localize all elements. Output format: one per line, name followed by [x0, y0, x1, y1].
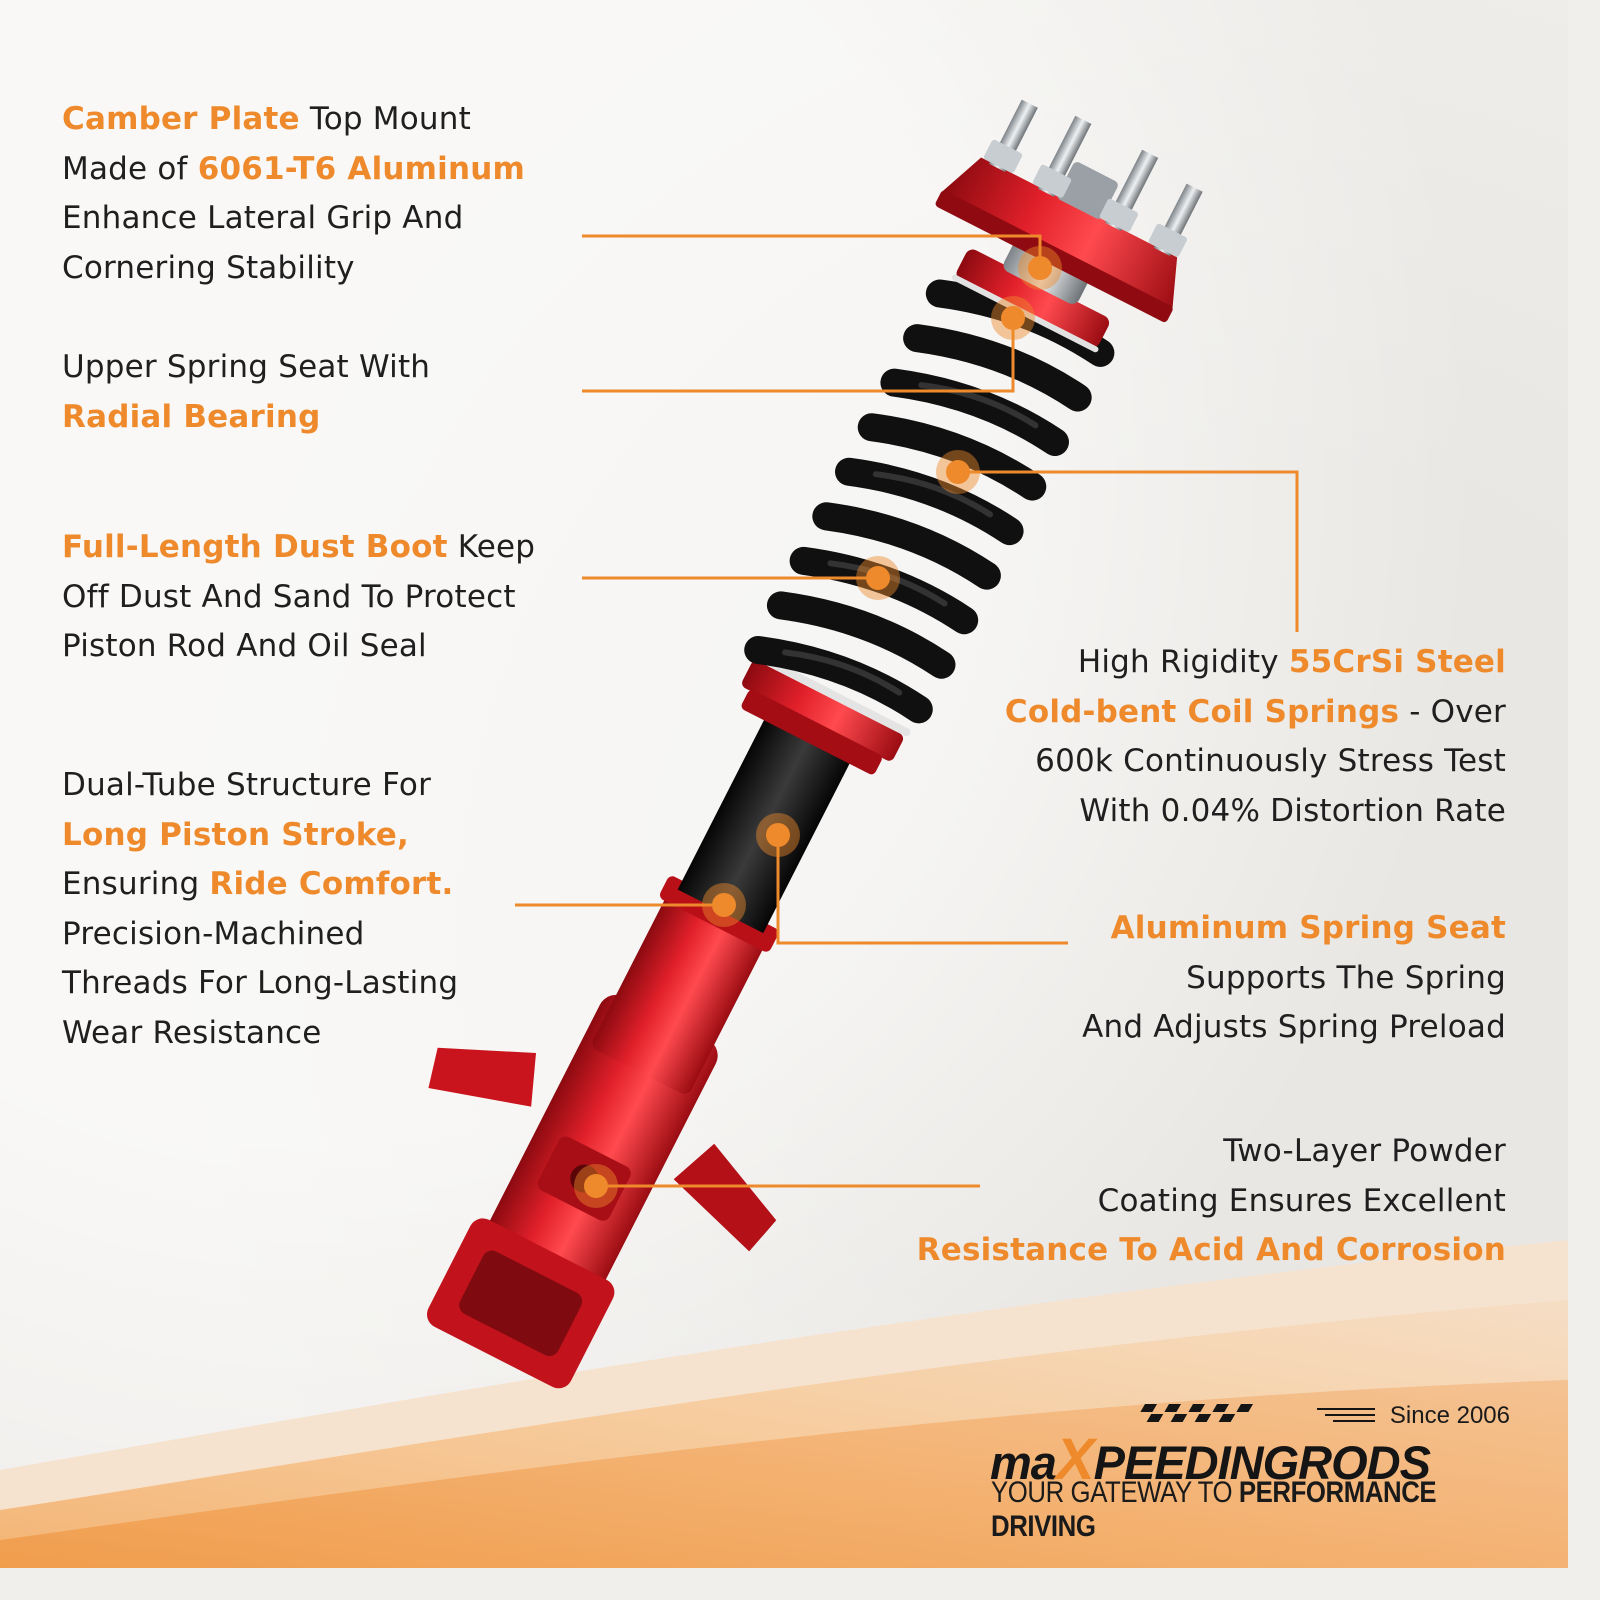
- feature-line: Aluminum Spring Seat: [1082, 904, 1506, 954]
- highlight-text: Ride Comfort.: [209, 866, 454, 902]
- threaded-body: [677, 711, 855, 934]
- speed-lines-icon: [1317, 1408, 1375, 1422]
- feature-line: And Adjusts Spring Preload: [1082, 1003, 1506, 1053]
- tagline-plain: YOUR GATEWAY TO: [991, 1476, 1239, 1509]
- feature-line: Ensuring Ride Comfort.: [62, 860, 458, 910]
- highlight-text: Radial Bearing: [62, 398, 321, 435]
- feature-line: Upper Spring Seat With: [62, 343, 430, 393]
- feature-line: High Rigidity 55CrSi Steel: [1005, 638, 1506, 688]
- body-text: Upper Spring Seat With: [62, 349, 431, 385]
- feature-line: Threads For Long-Lasting: [62, 959, 458, 1009]
- body-text: Keep: [447, 529, 536, 565]
- body-text: Coating Ensures Excellent: [1097, 1182, 1506, 1219]
- body-text: Dual-Tube Structure For: [62, 767, 432, 803]
- highlight-text: 55CrSi Steel: [1288, 644, 1506, 680]
- brand-logo: Since 2006 maXPEEDINGRODS YOUR GATEWAY T…: [985, 1400, 1510, 1543]
- feature-line: Full-Length Dust Boot Keep: [62, 523, 535, 573]
- body-text: 600k Continuously Stress Test: [1035, 743, 1506, 779]
- feature-line: Cold-bent Coil Springs - Over: [1005, 688, 1506, 738]
- wordmark-suffix: PEEDINGRODS: [1093, 1436, 1431, 1489]
- background-swoosh: [0, 1240, 1568, 1568]
- feature-line: Resistance To Acid And Corrosion: [917, 1226, 1506, 1276]
- feature-line: Long Piston Stroke,: [62, 811, 458, 861]
- feature-line: 600k Continuously Stress Test: [1005, 737, 1506, 787]
- wordmark-x: X: [1055, 1427, 1095, 1492]
- highlight-text: 6061-T6 Aluminum: [197, 150, 526, 187]
- brand-wordmark: maXPEEDINGRODS: [990, 1426, 1431, 1493]
- body-text: Threads For Long-Lasting: [62, 965, 459, 1001]
- feature-line: Cornering Stability: [62, 244, 525, 294]
- coilover-strut-illustration: [427, 99, 1203, 1389]
- body-text: With 0.04% Distortion Rate: [1079, 792, 1506, 829]
- highlight-text: Camber Plate: [62, 101, 300, 137]
- feature-line: With 0.04% Distortion Rate: [1005, 787, 1506, 837]
- feature-line: Two-Layer Powder: [917, 1127, 1506, 1177]
- body-text: Supports The Spring: [1186, 959, 1506, 996]
- strut-knuckle-bracket: [427, 994, 777, 1389]
- highlight-text: Long Piston Stroke,: [62, 816, 409, 853]
- feature-line: Off Dust And Sand To Protect: [62, 573, 535, 623]
- body-text: And Adjusts Spring Preload: [1082, 1009, 1506, 1045]
- feature-line: Supports The Spring: [1082, 954, 1506, 1004]
- body-text: Ensuring: [62, 866, 210, 902]
- feature-line: Dual-Tube Structure For: [62, 761, 458, 811]
- body-text: Top Mount: [299, 101, 471, 137]
- feature-line: Piston Rod And Oil Seal: [62, 622, 535, 672]
- body-text: - Over: [1399, 693, 1506, 730]
- wordmark-prefix: ma: [990, 1436, 1057, 1489]
- body-text: Wear Resistance: [62, 1014, 322, 1051]
- highlight-text: Full-Length Dust Boot: [62, 529, 448, 565]
- feature-line: Coating Ensures Excellent: [917, 1177, 1506, 1227]
- feature-line: Radial Bearing: [62, 393, 430, 443]
- feature-line: Made of 6061-T6 Aluminum: [62, 145, 525, 195]
- highlight-text: Cold-bent Coil Springs: [1004, 693, 1400, 730]
- body-text: High Rigidity: [1077, 644, 1289, 680]
- body-text: Off Dust And Sand To Protect: [62, 578, 516, 615]
- feature-line: Precision-Machined: [62, 910, 458, 960]
- lower-spring-seat: [741, 651, 911, 775]
- highlight-text: Resistance To Acid And Corrosion: [916, 1232, 1506, 1268]
- checkered-flag-icon: [1140, 1404, 1253, 1422]
- body-text: Enhance Lateral Grip And: [62, 200, 464, 236]
- brand-tagline: YOUR GATEWAY TO PERFORMANCE DRIVING: [991, 1476, 1437, 1544]
- body-text: Cornering Stability: [62, 249, 355, 286]
- body-text: Two-Layer Powder: [1223, 1133, 1506, 1169]
- camber-plate: [935, 99, 1203, 323]
- shock-body: [592, 889, 767, 1094]
- tagline-bold: PERFORMANCE DRIVING: [991, 1476, 1437, 1543]
- body-text: Made of: [62, 150, 198, 187]
- feature-line: Camber Plate Top Mount: [62, 95, 525, 145]
- feature-line: Wear Resistance: [62, 1009, 458, 1059]
- body-text: Piston Rod And Oil Seal: [62, 628, 427, 664]
- highlight-text: Aluminum Spring Seat: [1110, 910, 1506, 946]
- feature-line: Enhance Lateral Grip And: [62, 194, 525, 244]
- brand-since: Since 2006: [1389, 1402, 1510, 1429]
- body-text: Precision-Machined: [62, 915, 365, 952]
